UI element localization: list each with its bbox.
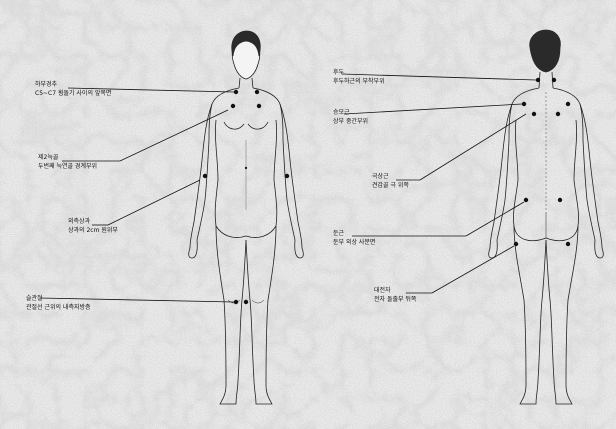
label-back-supraspinatus-title: 극상근 <box>372 172 409 181</box>
label-front-knee-desc: 관절선 근위의 내측지방층 <box>26 303 91 312</box>
label-back-trapezius-title: 승모근 <box>333 108 368 117</box>
label-back-trapezius: 승모근 상부 중간부위 <box>333 108 368 126</box>
label-back-greater-trochanter-desc: 전자 돌출부 뒤쪽 <box>374 295 416 304</box>
label-front-upper-neck-title: 하부경추 <box>35 80 111 89</box>
label-back-greater-trochanter-title: 대전자 <box>374 286 416 295</box>
back-body-outline <box>489 30 604 404</box>
label-back-supraspinatus-desc: 견갑골 극 위쪽 <box>372 181 409 190</box>
label-back-occiput-title: 후두 <box>333 68 385 77</box>
label-back-occiput: 후두 후두하근의 부착부위 <box>333 68 385 86</box>
label-back-occiput-desc: 후두하근의 부착부위 <box>333 77 385 86</box>
label-back-greater-trochanter: 대전자 전자 돌출부 뒤쪽 <box>374 286 416 304</box>
label-back-gluteal: 둔근 둔부 외상 사분면 <box>333 229 375 247</box>
label-front-second-rib-title: 제2늑골 <box>38 153 97 162</box>
label-front-upper-neck-desc: C5~C7 횡돌기 사이의 앞쪽면 <box>35 89 111 98</box>
label-front-upper-neck: 하부경추 C5~C7 횡돌기 사이의 앞쪽면 <box>35 80 111 98</box>
label-front-knee: 슬관절 관절선 근위의 내측지방층 <box>26 294 91 312</box>
label-back-supraspinatus: 극상근 견갑골 극 위쪽 <box>372 172 409 190</box>
label-front-lateral-epicondyle-title: 외측상과 <box>68 217 118 226</box>
label-back-gluteal-title: 둔근 <box>333 229 375 238</box>
label-front-second-rib: 제2늑골 두번째 늑연골 경계부위 <box>38 153 97 171</box>
label-back-trapezius-desc: 상부 중간부위 <box>333 117 368 126</box>
label-front-lateral-epicondyle-desc: 상과의 2cm 원위부 <box>68 226 118 235</box>
label-front-knee-title: 슬관절 <box>26 294 91 303</box>
label-front-second-rib-desc: 두번째 늑연골 경계부위 <box>38 162 97 171</box>
label-back-gluteal-desc: 둔부 외상 사분면 <box>333 238 375 247</box>
front-leader-lines <box>40 88 234 302</box>
front-body-outline <box>189 31 304 404</box>
label-front-lateral-epicondyle: 외측상과 상과의 2cm 원위부 <box>68 217 118 235</box>
back-tender-points <box>514 78 570 246</box>
